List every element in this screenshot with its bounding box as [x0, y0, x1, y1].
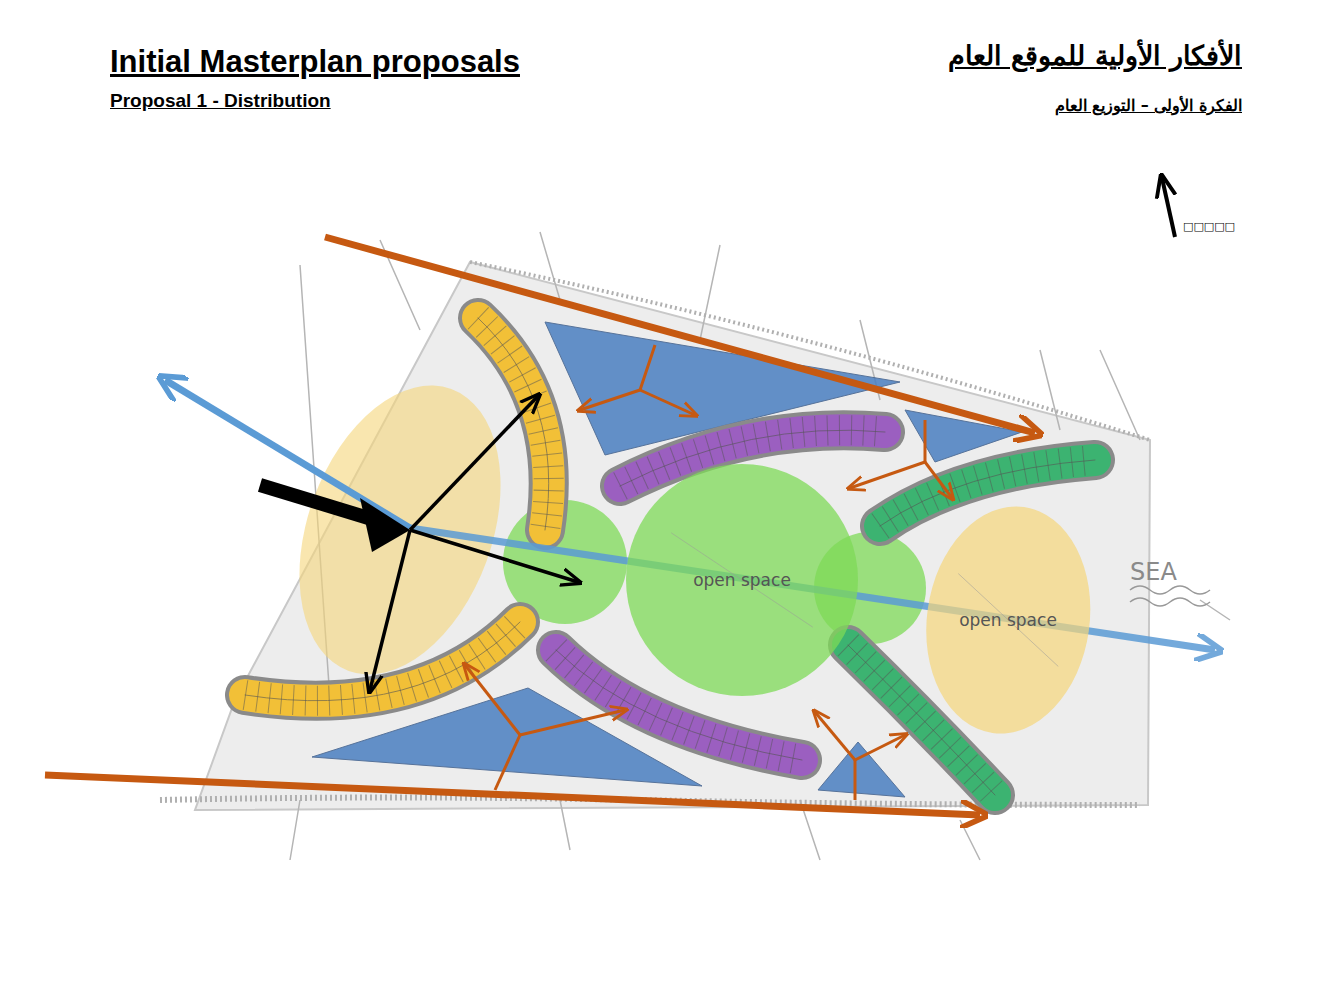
arabic-subtitle: الفكرة الأولى – التوزيع العام: [1055, 96, 1242, 115]
entry-arrows-part-part: [410, 396, 538, 530]
north-label: □□□□□: [1182, 220, 1236, 233]
access-arrows-part: [465, 345, 952, 800]
zone-label: open space: [959, 610, 1057, 630]
open-space-zone: open space: [624, 462, 860, 698]
entry-arrows-part-part: [370, 530, 410, 690]
access-arrows-part-part: [850, 462, 925, 488]
arabic-title: الأفكار الأولية للموقع العام: [948, 40, 1242, 72]
zone-fill: [925, 504, 1092, 736]
entry-arrows-part: [360, 498, 410, 552]
site-sketch: [160, 232, 1230, 860]
access-arrows-part-part: [640, 390, 695, 415]
entry-arrows-part: [370, 396, 578, 690]
access-arrows-part-part: [520, 710, 625, 735]
access-arrows-part-part: [854, 760, 857, 800]
access-arrows-part: [325, 237, 1035, 433]
sketch-stroke: [958, 574, 1058, 667]
entry-arrows: [260, 396, 578, 690]
access-arrows-part-part: [495, 735, 520, 790]
access-arrows-part-part: [924, 420, 927, 462]
entry-arrows-part: [260, 485, 375, 520]
access-arrows: [45, 237, 1035, 815]
sea-label: SEA: [1130, 558, 1177, 587]
blue-triangles-part: [818, 742, 905, 797]
access-arrows-part-part: [815, 712, 855, 760]
blue-triangles: [312, 322, 1022, 797]
zone-label: open space: [693, 570, 791, 590]
site-sketch-part: [195, 262, 1150, 810]
north-arrow: [1162, 178, 1175, 237]
sketch-stroke: [671, 533, 813, 627]
access-arrows-part-part: [580, 390, 640, 410]
open-space-zone: open space: [925, 504, 1092, 736]
subtitle: Proposal 1 - Distribution: [110, 90, 331, 113]
page-title: Initial Masterplan proposals: [110, 44, 520, 80]
access-arrows-part: [45, 775, 980, 815]
access-arrows-part-part: [925, 462, 952, 498]
entry-arrows-part-part: [410, 530, 578, 582]
access-arrows-part-part: [465, 665, 520, 735]
access-arrows-part-part: [640, 345, 655, 390]
zone-fill: [626, 464, 858, 696]
access-arrows-part-part: [855, 735, 905, 760]
site-sketch-part: [1130, 586, 1210, 606]
north-arrow-part: [1162, 178, 1175, 237]
axis-arrows-part: [165, 380, 410, 528]
